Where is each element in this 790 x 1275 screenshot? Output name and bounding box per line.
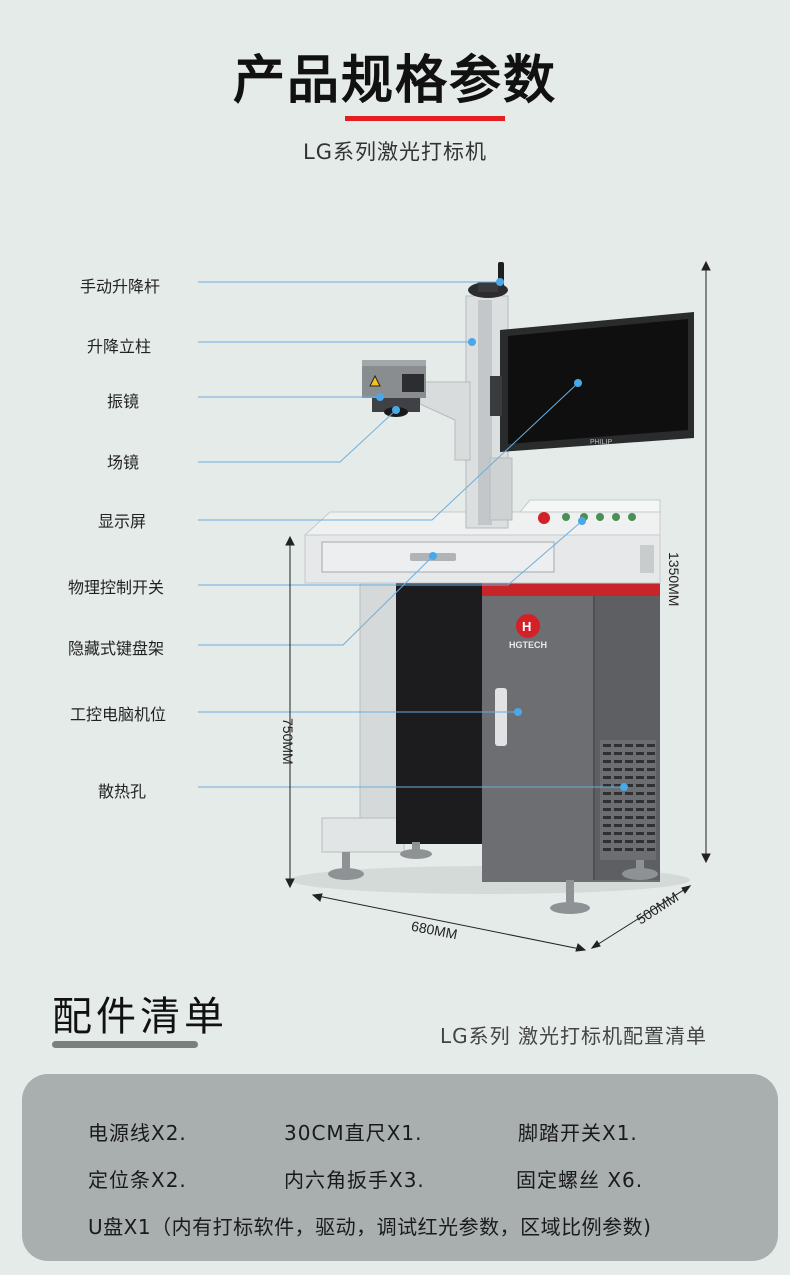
accessory-item: 定位条X2. <box>88 1168 187 1192</box>
accessories-title-bar <box>52 1041 198 1048</box>
label-pc-bay: 工控电脑机位 <box>70 705 167 724</box>
page-subtitle: LG系列激光打标机 <box>303 140 487 164</box>
accessory-item: 脚踏开关X1. <box>518 1121 638 1145</box>
leader-lines <box>198 281 624 788</box>
label-display: 显示屏 <box>98 512 147 531</box>
label-galvo: 振镜 <box>107 392 140 411</box>
dim-height-total: 1350MM <box>666 552 682 607</box>
accessories-title: 配件清单 <box>52 994 228 1040</box>
title-underline <box>345 116 505 121</box>
accessory-item: 固定螺丝 X6. <box>516 1168 644 1192</box>
label-lift-column: 升降立柱 <box>87 337 152 356</box>
label-keyboard-tray: 隐藏式键盘架 <box>68 639 165 658</box>
accessory-item: U盘X1（内有打标软件，驱动，调试红光参数，区域比例参数) <box>88 1215 652 1239</box>
label-manual-lift-rod: 手动升降杆 <box>80 277 161 296</box>
accessory-item: 电源线X2. <box>88 1121 187 1145</box>
page-title: 产品规格参数 <box>232 51 557 111</box>
dim-height-table: 750MM <box>280 718 296 765</box>
svg-text:H: H <box>522 619 531 634</box>
machine-illustration: PHILIP H HGTECH <box>198 260 711 952</box>
label-vents: 散热孔 <box>98 782 147 801</box>
callout-dots <box>376 278 628 791</box>
hgtech-logo: H <box>516 614 540 638</box>
accessories-subtitle: LG系列 激光打标机配置清单 <box>440 1024 707 1048</box>
accessories-panel <box>22 1074 778 1261</box>
accessory-item: 30CM直尺X1. <box>284 1121 423 1145</box>
accessory-item: 内六角扳手X3. <box>284 1168 425 1192</box>
label-field-lens: 场镜 <box>107 453 140 472</box>
brand-text: HGTECH <box>509 640 547 650</box>
dimension-lines <box>285 260 711 952</box>
label-physical-switch: 物理控制开关 <box>68 578 165 597</box>
monitor-brand: PHILIP <box>590 439 613 446</box>
